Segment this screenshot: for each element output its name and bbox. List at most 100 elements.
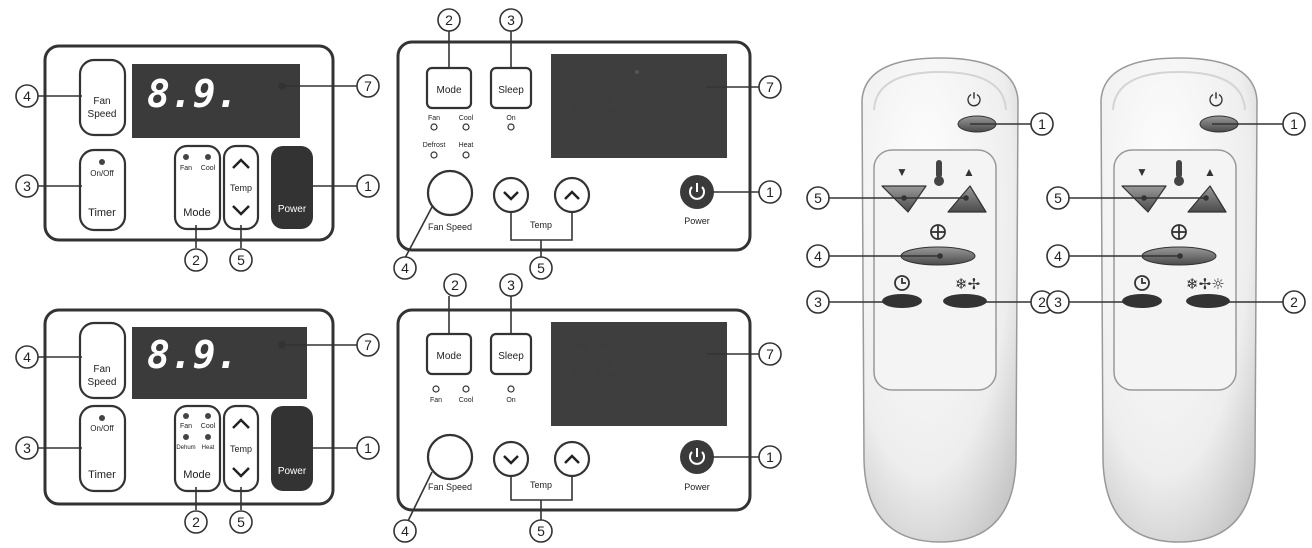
panel-a-fan-led (183, 154, 189, 160)
callout-3: 3 (814, 294, 822, 310)
panel-c-temp-label: Temp (530, 220, 552, 230)
callout-5: 5 (237, 514, 245, 530)
panel-d-sleep-button[interactable]: Sleep (489, 332, 533, 376)
panel-b-fan-speed-label2: Speed (88, 377, 117, 388)
panel-c-mode-button[interactable]: Mode (425, 66, 473, 110)
callout-1: 1 (1038, 116, 1046, 132)
panel-b-timer-button[interactable]: On/Off Timer (78, 404, 127, 493)
remote-2-snowflake-fan-sun-icon: ❄✢☼ (1186, 275, 1225, 293)
remote-1-thermometer-icon (934, 160, 944, 186)
panel-d-temp-up-button[interactable] (553, 440, 591, 478)
panel-a-temp-rocker[interactable]: Temp (222, 144, 260, 231)
panel-c-fan-speed-button[interactable]: Fan Speed (426, 169, 474, 232)
panel-c-power-button[interactable]: Power (680, 175, 714, 226)
panel-b-mode-button[interactable]: Fan Cool Dehum Heat Mode (173, 404, 222, 493)
panel-c-temp-down-button[interactable] (492, 176, 530, 214)
panel-b-temp-rocker[interactable]: Temp (222, 404, 260, 493)
callout-1: 1 (766, 184, 774, 200)
panel-a-onoff-label: On/Off (90, 169, 114, 178)
panel-a-fan-speed-label: Fan (93, 96, 110, 107)
panel-b-callouts (15, 333, 380, 534)
panel-a-mode-button[interactable]: Fan Cool Mode (173, 144, 222, 231)
panel-b-power-button[interactable]: Power (271, 406, 313, 491)
panel-d-fan-speed-label: Fan Speed (428, 482, 472, 492)
panel-a-fan-speed-label2: Speed (88, 109, 117, 120)
panel-c-ind-cool: Cool (459, 115, 474, 122)
callout-5: 5 (814, 190, 822, 206)
panel-d-power-icon (689, 448, 705, 465)
panel-a-temp-up-icon[interactable] (232, 158, 250, 169)
panel-d-mode-label: Mode (436, 351, 461, 362)
callout-7: 7 (766, 346, 774, 362)
panel-d-chevron-down-icon (503, 455, 519, 465)
panel-d-temp-down-button[interactable] (492, 440, 530, 478)
callout-3: 3 (23, 178, 31, 194)
panel-b-display (132, 327, 307, 399)
panel-c-sleep-button[interactable]: Sleep (489, 66, 533, 110)
remote-2-clock-icon (1134, 275, 1150, 291)
callout-2: 2 (192, 514, 200, 530)
callout-3: 3 (23, 440, 31, 456)
panel-a-timer-button[interactable]: On/Off Timer (78, 148, 127, 232)
callout-7: 7 (364, 78, 372, 94)
panel-b-fan-speed-button[interactable]: Fan Speed (78, 321, 127, 400)
callout-5: 5 (237, 252, 245, 268)
panel-a-ind-fan: Fan (180, 165, 192, 172)
panel-a-power-button[interactable]: Power (271, 146, 313, 229)
panel-a-ind-cool: Cool (201, 165, 216, 172)
callout-1: 1 (1290, 116, 1298, 132)
callout-2: 2 (445, 12, 453, 28)
callout-7: 7 (766, 79, 774, 95)
callout-2: 2 (1290, 294, 1298, 310)
remote-1-temp-up-icon: ▲ (963, 165, 975, 179)
remote-2-power-icon: ⏻ (1209, 90, 1223, 111)
panel-b-temp-down-icon[interactable] (232, 467, 250, 478)
panel-c-chevron-up-icon (564, 190, 580, 200)
panel-c-power-icon (689, 183, 705, 200)
panel-a-temp-label: Temp (230, 183, 252, 193)
panel-b-temp-label: Temp (230, 444, 252, 454)
panel-d-mode-button[interactable]: Mode (425, 332, 473, 376)
callout-5: 5 (1054, 190, 1062, 206)
panel-b: Fan Speed 8.9. On/Off Timer Fan Cool Deh… (15, 308, 380, 534)
panel-d-display (551, 322, 727, 426)
panel-a-temp-down-icon[interactable] (232, 205, 250, 216)
panel-c-temp-up-button[interactable] (553, 176, 591, 214)
remote-2-fan-icon (1171, 224, 1187, 240)
panel-b-ind-dehum: Dehum (176, 445, 195, 451)
panel-b-temp-up-icon[interactable] (232, 418, 250, 429)
panel-b-mode-label: Mode (183, 469, 211, 481)
panel-d-ind-on: On (506, 397, 515, 404)
callout-7: 7 (364, 337, 372, 353)
panel-d-ind-cool: Cool (459, 397, 474, 404)
panel-a-power-label: Power (278, 204, 307, 215)
panel-a-fan-speed-button[interactable]: Fan Speed (78, 58, 127, 137)
callout-4: 4 (814, 248, 822, 264)
remote-2-timer-button[interactable] (1122, 294, 1162, 308)
remote-1-mode-button[interactable] (943, 294, 987, 308)
panel-c-sleep-label: Sleep (498, 85, 524, 96)
callout-2: 2 (451, 277, 459, 293)
panel-a-mode-label: Mode (183, 207, 211, 219)
panel-d-indicators: Fan Cool On (430, 385, 516, 404)
panel-d-temp-label: Temp (530, 480, 552, 490)
remote-1-timer-button[interactable] (882, 294, 922, 308)
panel-c-ind-defrost: Defrost (423, 142, 446, 149)
panel-c-indicators: Fan Cool Defrost Heat On (423, 115, 516, 159)
panel-c-mode-label: Mode (436, 85, 461, 96)
panel-c-ind-heat: Heat (459, 142, 474, 149)
panel-d-power-button[interactable]: Power (680, 440, 714, 492)
callout-4: 4 (23, 349, 31, 365)
panel-b-heat-led (205, 434, 211, 440)
panel-d-fan-speed-button[interactable]: Fan Speed (426, 433, 474, 492)
panel-b-onoff-led (99, 415, 105, 421)
remote-2-mode-button[interactable] (1186, 294, 1230, 308)
callout-2: 2 (1038, 294, 1046, 310)
panel-c: Mode Sleep Fan Cool Defrost Heat On 22 F… (393, 8, 782, 280)
panel-a-timer-label: Timer (88, 207, 116, 219)
callout-5: 5 (537, 523, 545, 539)
remote-2-temp-up-icon: ▲ (1204, 165, 1216, 179)
callout-2: 2 (192, 252, 200, 268)
remote-2-callouts (1046, 112, 1306, 314)
